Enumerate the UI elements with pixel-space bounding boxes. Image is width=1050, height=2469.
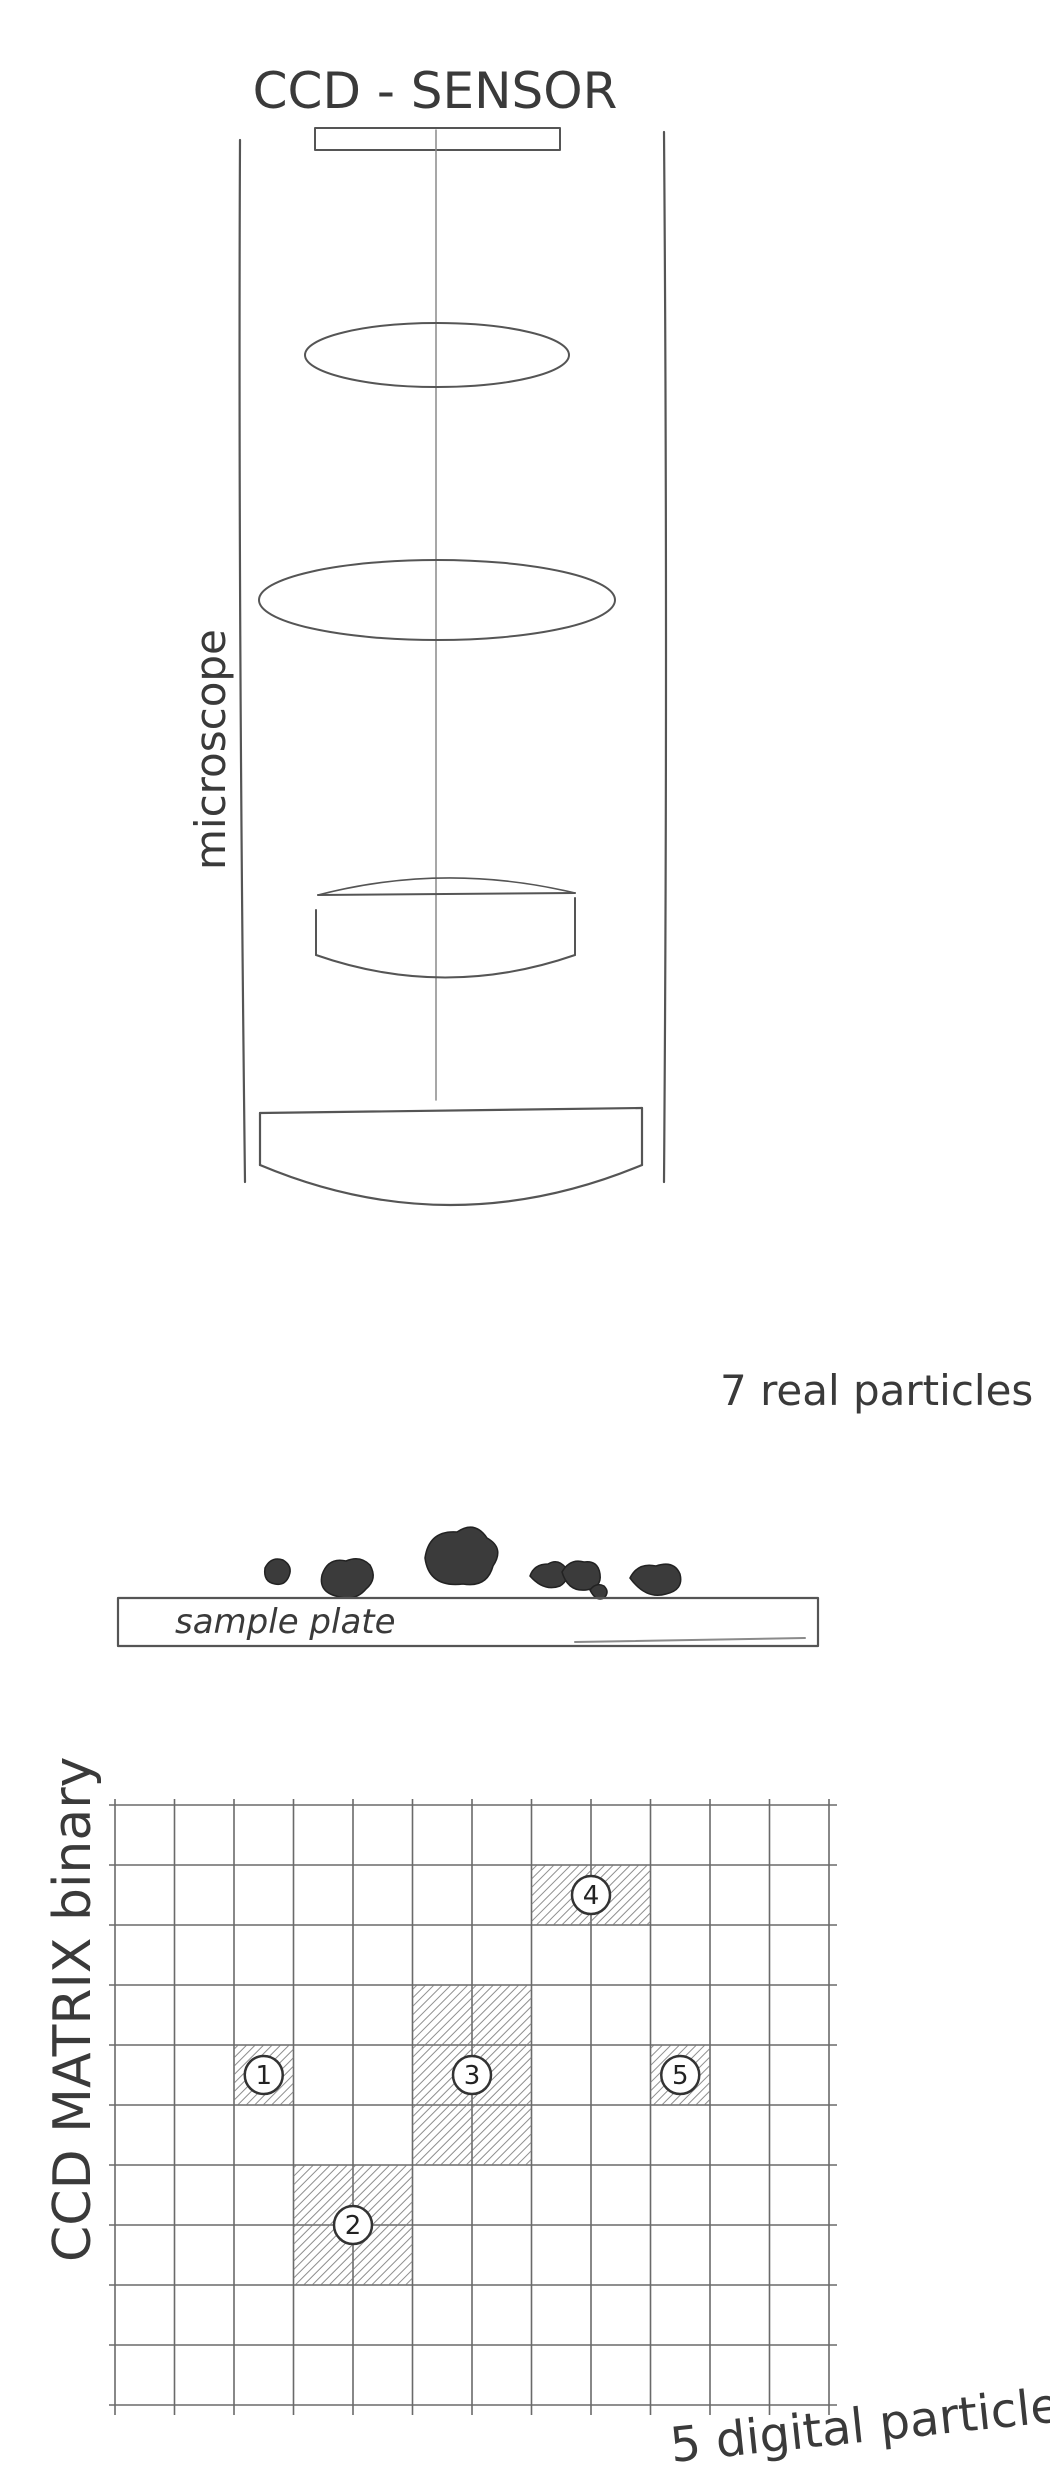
digital-particle-number: 3 — [464, 2061, 481, 2091]
real-particle-7 — [630, 1564, 681, 1595]
digital-particle-number: 4 — [583, 1881, 600, 1911]
ccd-sensor — [315, 128, 560, 150]
digital-particle-1: 1 — [234, 2045, 294, 2105]
real-particle-6 — [590, 1585, 607, 1599]
ccd-sensor-label: CCD - SENSOR — [253, 62, 618, 120]
real-particle-3 — [425, 1527, 498, 1584]
ccd-matrix-label: CCD MATRIX binary — [43, 1757, 103, 2262]
digital-particles-label: 5 digital particle — [667, 2377, 1050, 2469]
digital-particle-number: 2 — [345, 2211, 362, 2241]
lens-3 — [316, 878, 575, 978]
digital-particle-4: 4 — [532, 1865, 651, 1925]
microscope-tube — [240, 132, 666, 1182]
lens-1 — [305, 323, 569, 387]
digital-particle-number: 1 — [255, 2061, 272, 2091]
digital-particle-3: 3 — [413, 1985, 532, 2165]
lens-2 — [259, 560, 615, 640]
real-particle-4 — [530, 1562, 567, 1588]
digital-particle-number: 5 — [672, 2061, 689, 2091]
digital-particle-5: 5 — [651, 2045, 711, 2105]
real-particles-label: 7 real particles — [720, 1366, 1033, 1415]
lenses — [259, 323, 642, 1205]
sample-plate: sample plate — [118, 1598, 818, 1646]
real-particle-2 — [321, 1559, 373, 1598]
sample-plate-label: sample plate — [175, 1602, 396, 1642]
objective-lens — [260, 1108, 642, 1205]
real-particles — [265, 1527, 681, 1599]
digital-particle-2: 2 — [294, 2165, 413, 2285]
microscope-label: microscope — [186, 629, 235, 870]
real-particle-1 — [265, 1559, 290, 1584]
